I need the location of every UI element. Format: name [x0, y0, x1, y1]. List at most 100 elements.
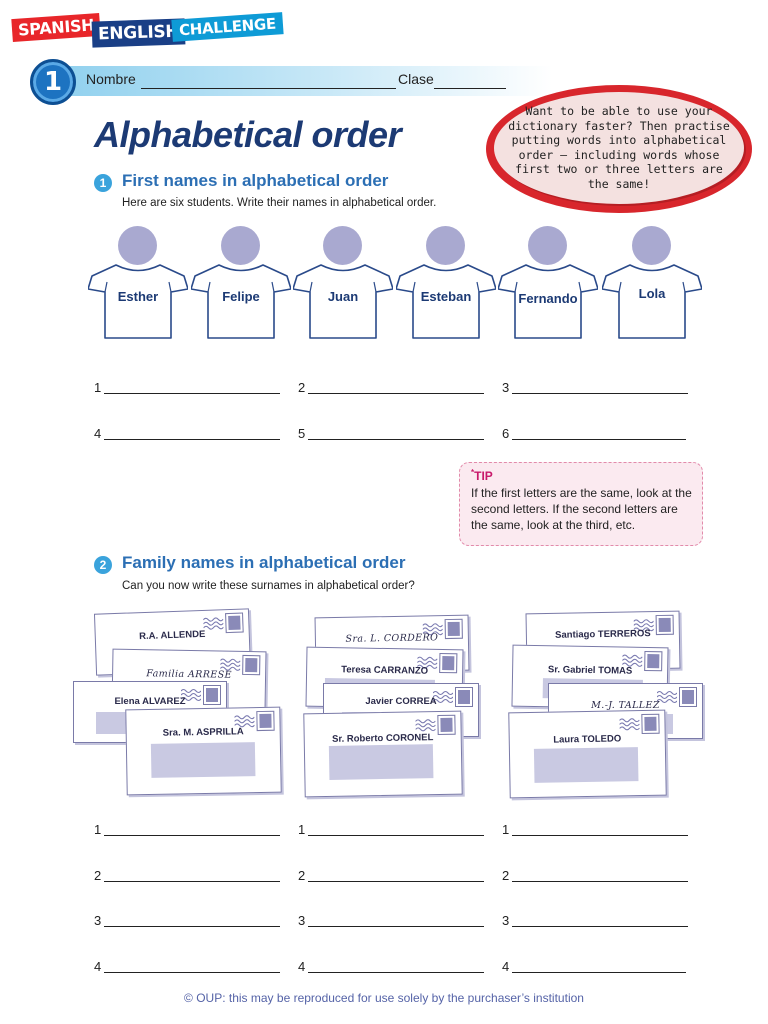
line-number: 1: [94, 822, 102, 837]
section-1-number: 1: [94, 174, 112, 192]
unit-number-badge: 1: [30, 59, 76, 105]
student-head: [528, 226, 567, 265]
postmark-icon: [619, 718, 640, 731]
address-label-area: [533, 747, 639, 783]
student-name: Lola: [638, 286, 666, 301]
student-figure: Esteban: [396, 226, 496, 346]
section-2-instruction: Can you now write these surnames in alph…: [122, 580, 415, 592]
address-label-area: [328, 744, 434, 780]
t-shirt-icon: [293, 264, 393, 339]
envelope-icon: Santiago TERREROS: [525, 610, 681, 672]
surname-answer-line[interactable]: 3: [502, 913, 688, 928]
answer-line-1[interactable]: 1: [94, 380, 280, 395]
envelope-recipient: M.-J. TALLEZ: [591, 700, 660, 711]
line-number: 2: [298, 380, 306, 395]
surname-answer-line[interactable]: 2: [298, 868, 484, 883]
tip-text: If the first letters are the same, look …: [471, 486, 692, 532]
student-head: [118, 226, 157, 265]
envelope-recipient: Sr. Roberto CORONEL: [331, 732, 434, 745]
envelope-recipient: Sra. L. CORDERO: [345, 632, 439, 645]
envelope-recipient: Teresa CARRANZO: [341, 664, 429, 677]
student-figure: Juan: [293, 226, 393, 346]
line-number: 1: [502, 822, 510, 837]
line-number: 2: [298, 868, 306, 883]
envelope-icon: Familia ARRESE: [111, 648, 267, 712]
student-name: Felipe: [222, 289, 260, 304]
envelope-recipient: Sr. Gabriel TOMAS: [547, 664, 633, 677]
tip-label-text: TIP: [474, 469, 493, 483]
address-label-area: [150, 742, 256, 778]
student-figure: Felipe: [191, 226, 291, 346]
logo-word-challenge: CHALLENGE: [171, 12, 284, 42]
postmark-icon: [633, 619, 654, 632]
class-label: Clase: [398, 71, 434, 87]
student-figure: Lola: [602, 226, 702, 346]
line-number: 2: [502, 868, 510, 883]
line-number: 5: [298, 426, 306, 441]
postmark-icon: [181, 688, 201, 702]
postmark-icon: [657, 690, 677, 704]
surname-answer-line[interactable]: 3: [298, 913, 484, 928]
name-label: Nombre: [86, 71, 136, 87]
t-shirt-icon: [191, 264, 291, 339]
line-number: 3: [502, 913, 510, 928]
envelope-icon: R.A. ALLENDE: [93, 608, 252, 676]
student-head: [426, 226, 465, 265]
tip-label: *TIP: [471, 468, 493, 483]
surname-answer-line[interactable]: 4: [298, 959, 484, 974]
page-title: Alphabetical order: [94, 114, 402, 155]
section-2-title: Family names in alphabetical order: [122, 553, 406, 572]
envelope-icon: Laura TOLEDO: [508, 709, 667, 799]
student-name: Esteban: [420, 289, 472, 304]
speech-bubble-inner: [494, 92, 744, 204]
line-number: 4: [94, 959, 102, 974]
postage-stamp-icon: [679, 687, 697, 707]
surname-answer-line[interactable]: 1: [94, 822, 280, 837]
line-number: 4: [502, 959, 510, 974]
class-field[interactable]: [434, 88, 506, 89]
postmark-icon: [417, 656, 438, 669]
line-number: 2: [94, 868, 102, 883]
surname-answer-line[interactable]: 1: [298, 822, 484, 837]
surname-answer-line[interactable]: 2: [94, 868, 280, 883]
bubble-text: Want to be able to use your dictionary f…: [508, 104, 730, 191]
surname-answer-line[interactable]: 3: [94, 913, 280, 928]
envelope-recipient: Sra. M. ASPRILLA: [162, 726, 244, 739]
surname-answer-line[interactable]: 4: [94, 959, 280, 974]
envelope-recipient: Laura TOLEDO: [553, 733, 622, 746]
tip-box: [459, 462, 703, 546]
postmark-icon: [220, 658, 241, 671]
envelope-icon: Sr. Roberto CORONEL: [303, 710, 463, 798]
copyright-footer: © OUP: this may be reproduced for use so…: [184, 991, 584, 1005]
t-shirt-icon: [498, 264, 598, 339]
answer-line-6[interactable]: 6: [502, 426, 686, 441]
surname-answer-line[interactable]: 1: [502, 822, 688, 837]
envelope-recipient: Santiago TERREROS: [555, 628, 651, 641]
name-field[interactable]: [141, 88, 396, 89]
t-shirt-icon: [602, 264, 702, 339]
surname-answer-line[interactable]: 4: [502, 959, 686, 974]
envelope-icon: Sra. L. CORDERO: [314, 614, 470, 674]
surname-answer-line[interactable]: 2: [502, 868, 688, 883]
postage-stamp-icon: [641, 713, 660, 735]
postmark-icon: [433, 690, 453, 704]
postage-stamp-icon: [203, 685, 221, 705]
student-figure: Fernando: [498, 226, 598, 346]
student-name: Fernando: [518, 291, 578, 306]
envelope-icon: Sr. Gabriel TOMAS: [511, 644, 669, 710]
answer-line-3[interactable]: 3: [502, 380, 688, 395]
envelope-icon: Teresa CARRANZO: [305, 646, 464, 710]
student-name: Esther: [117, 289, 159, 304]
student-head: [323, 226, 362, 265]
answer-line-2[interactable]: 2: [298, 380, 484, 395]
postmark-icon: [203, 617, 224, 630]
student-head: [632, 226, 671, 265]
answer-line-4[interactable]: 4: [94, 426, 280, 441]
postage-stamp-icon: [455, 687, 473, 707]
line-number: 4: [94, 426, 102, 441]
envelope-recipient: Familia ARRESE: [146, 668, 232, 681]
t-shirt-icon: [396, 264, 496, 339]
envelope-icon: Sra. M. ASPRILLA: [125, 706, 282, 796]
envelope-recipient: Javier CORREA: [365, 696, 437, 707]
answer-line-5[interactable]: 5: [298, 426, 484, 441]
